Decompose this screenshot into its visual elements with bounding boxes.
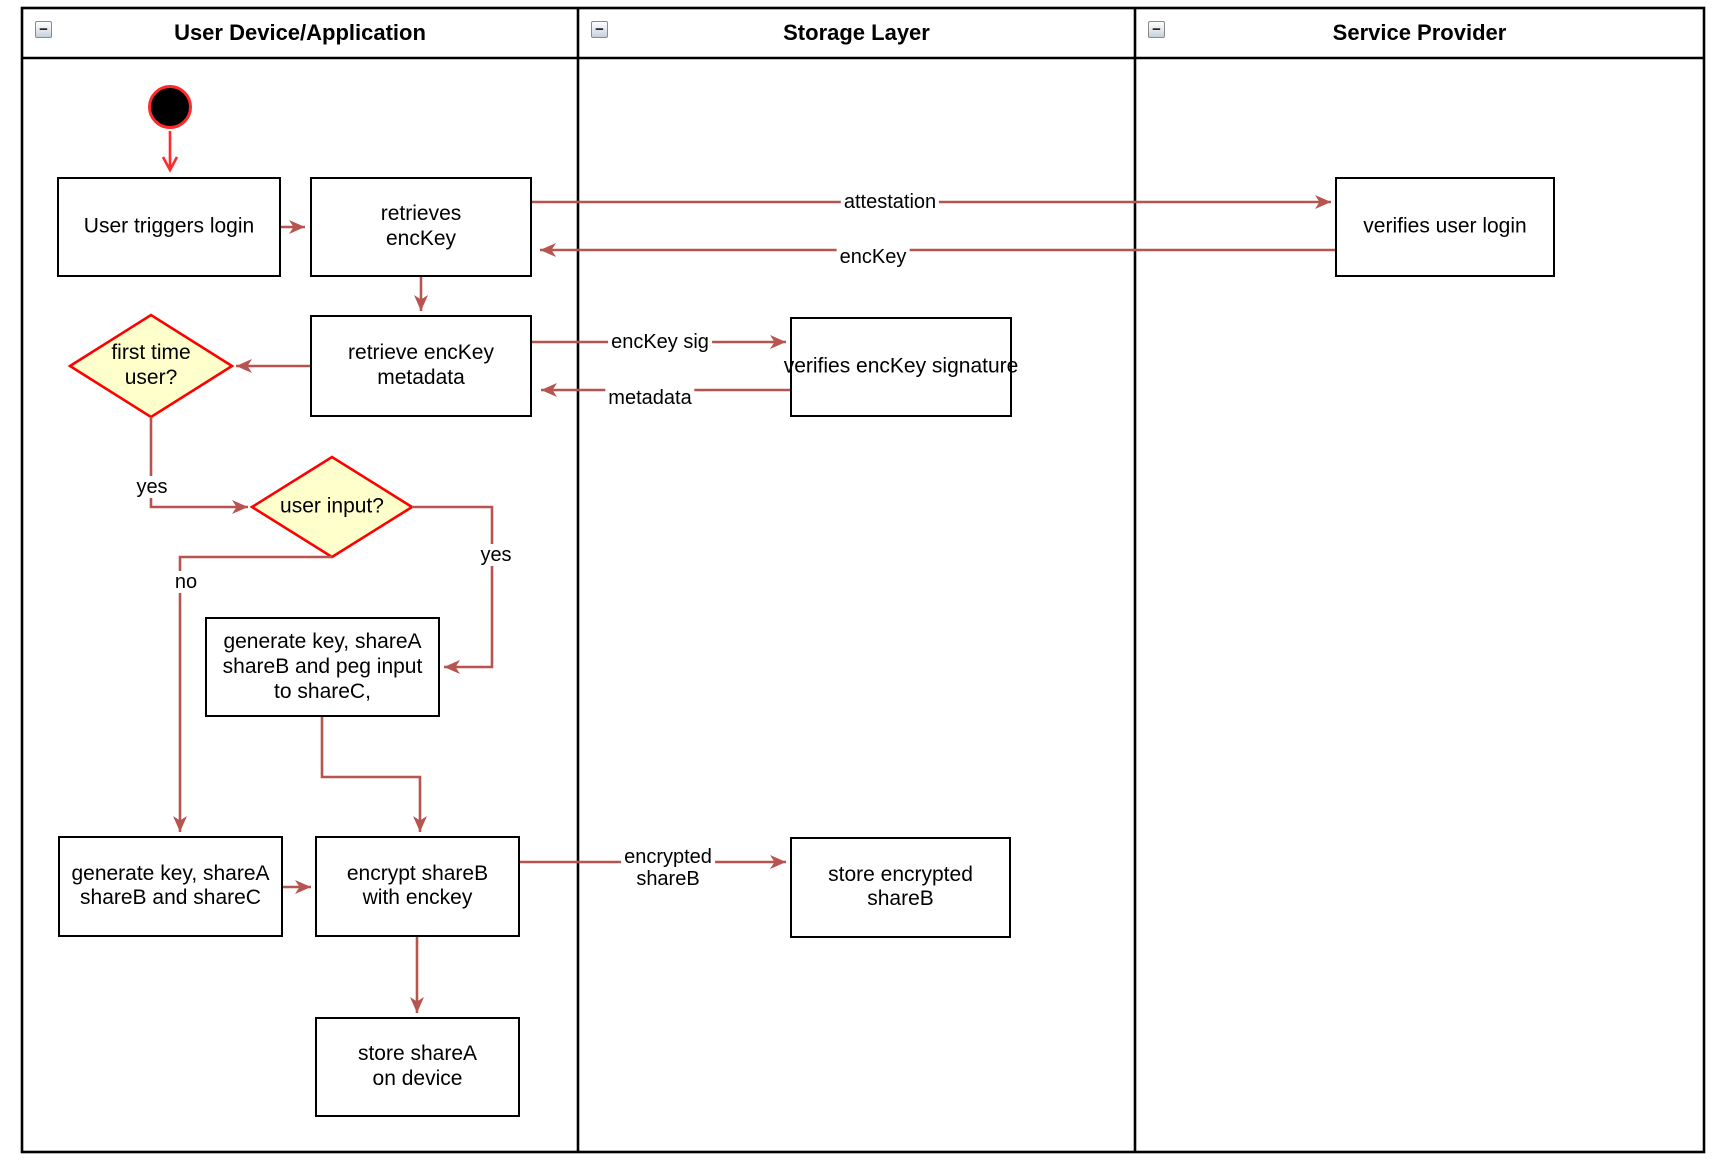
edge-label-yes-first-time: yes (133, 476, 171, 498)
node-store-sharea[interactable]: store shareA on device (315, 1017, 520, 1117)
decision-first-time-user[interactable] (67, 313, 235, 419)
edge-label-metadata: metadata (605, 387, 695, 409)
node-generate-key-sharec[interactable]: generate key, shareA shareB and shareC (58, 836, 283, 937)
collapse-icon[interactable]: − (35, 21, 52, 38)
node-label: generate key, shareA shareB and peg inpu… (222, 629, 423, 703)
node-generate-key-peg-input[interactable]: generate key, shareA shareB and peg inpu… (205, 617, 440, 717)
node-user-triggers-login[interactable]: User triggers login (57, 177, 281, 277)
flow-edges (149, 195, 1335, 1013)
node-label: verifies user login (1363, 214, 1527, 238)
node-label: retrieve encKey metadata (348, 341, 494, 389)
initial-node[interactable] (148, 85, 192, 129)
collapse-icon[interactable]: − (1148, 21, 1165, 38)
node-verifies-user-login[interactable]: verifies user login (1335, 177, 1555, 277)
edge-label-enckey-sig: encKey sig (608, 331, 712, 353)
node-label: store encrypted shareB (828, 862, 973, 911)
edge-label-attestation: attestation (840, 191, 940, 213)
edge-peginput-to-encrypt[interactable] (320, 717, 427, 832)
edge-userinput-yes[interactable] (412, 505, 494, 674)
node-label: store shareA on device (357, 1042, 478, 1090)
edge-userinput-no[interactable] (173, 555, 332, 832)
edge-label-yes-user-input: yes (477, 544, 515, 566)
lane-title-service-provider: Service Provider (1332, 20, 1507, 45)
node-encrypt-shareb[interactable]: encrypt shareB with enckey (315, 836, 520, 937)
node-label: encrypt shareB with enckey (346, 861, 489, 910)
edge-label-encrypted-shareb: encrypted shareB (621, 846, 715, 890)
node-verifies-enckey-signature[interactable]: verifies encKey signature (784, 317, 1018, 417)
collapse-icon[interactable]: − (591, 21, 608, 38)
edge-label-no-user-input: no (171, 571, 201, 593)
node-label: verifies encKey signature (783, 354, 1019, 378)
node-store-encrypted-shareb[interactable]: store encrypted shareB (790, 837, 1011, 938)
edge-label-enckey: encKey (836, 246, 910, 268)
lane-title-storage-layer: Storage Layer (783, 20, 930, 45)
node-label: User triggers login (83, 214, 255, 238)
node-retrieve-enckey-metadata[interactable]: retrieve encKey metadata (310, 315, 532, 417)
decision-user-input[interactable] (249, 455, 415, 559)
swimlane-frame (20, 6, 1706, 1154)
node-retrieves-enckey[interactable]: retrieves encKey (310, 177, 532, 277)
node-label: generate key, shareA shareB and shareC (71, 861, 270, 910)
node-label: retrieves encKey (380, 202, 462, 250)
edge-firsttime-yes[interactable] (149, 417, 248, 514)
lane-title-user-device: User Device/Application (174, 20, 426, 45)
